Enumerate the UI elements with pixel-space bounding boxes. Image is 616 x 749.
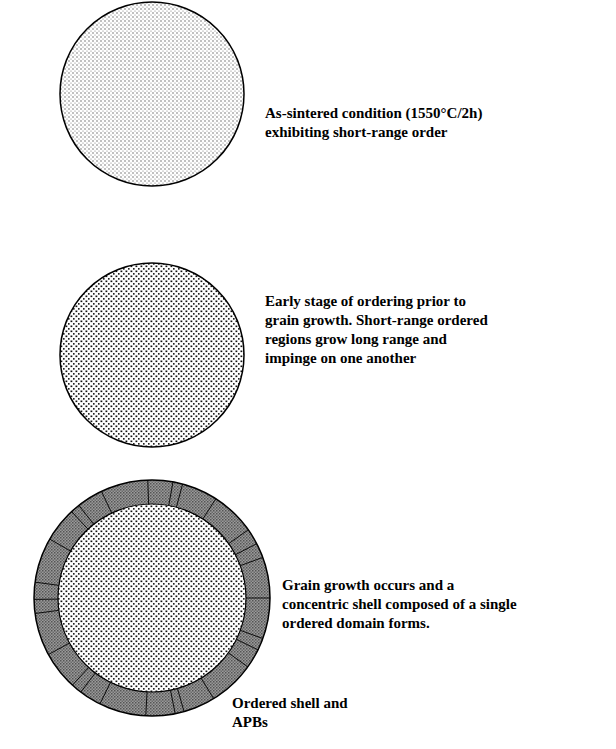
- apb-line: [72, 667, 88, 685]
- apb-line: [176, 484, 182, 507]
- grown-grain-core: [58, 504, 246, 692]
- apb-line: [177, 688, 184, 711]
- apb-line: [236, 639, 258, 650]
- apb-line: [35, 582, 59, 585]
- apb-line: [81, 673, 95, 692]
- apb-line: [203, 499, 216, 519]
- apb-line: [169, 482, 173, 506]
- apb-line: [101, 491, 111, 513]
- callout-label: Ordered shell and APBs: [232, 694, 352, 732]
- apb-line: [50, 539, 71, 551]
- as-sintered-grain: [60, 2, 244, 186]
- apb-line: [240, 630, 263, 638]
- apb-line: [170, 690, 175, 714]
- apb-line: [35, 610, 59, 613]
- apb-line: [48, 643, 69, 655]
- ordering-grain: [60, 263, 244, 447]
- stage-description: As-sintered condition (1550°C/2h) exhibi…: [265, 104, 493, 142]
- stage-description: Early stage of ordering prior to grain g…: [265, 292, 490, 368]
- apb-line: [100, 682, 111, 704]
- apb-line: [235, 544, 256, 555]
- apb-line: [228, 653, 247, 667]
- apb-line: [240, 557, 263, 565]
- apb-line: [246, 598, 270, 599]
- apb-line: [79, 505, 94, 524]
- apb-line: [201, 678, 214, 698]
- stage-description: Grain growth occurs and a concentric she…: [282, 576, 522, 633]
- apb-line: [34, 599, 58, 600]
- apb-line: [147, 480, 149, 504]
- ordered-shell: [34, 480, 270, 716]
- apb-line: [229, 530, 249, 544]
- apb-line: [146, 692, 147, 716]
- antiphase-boundaries: [34, 480, 270, 716]
